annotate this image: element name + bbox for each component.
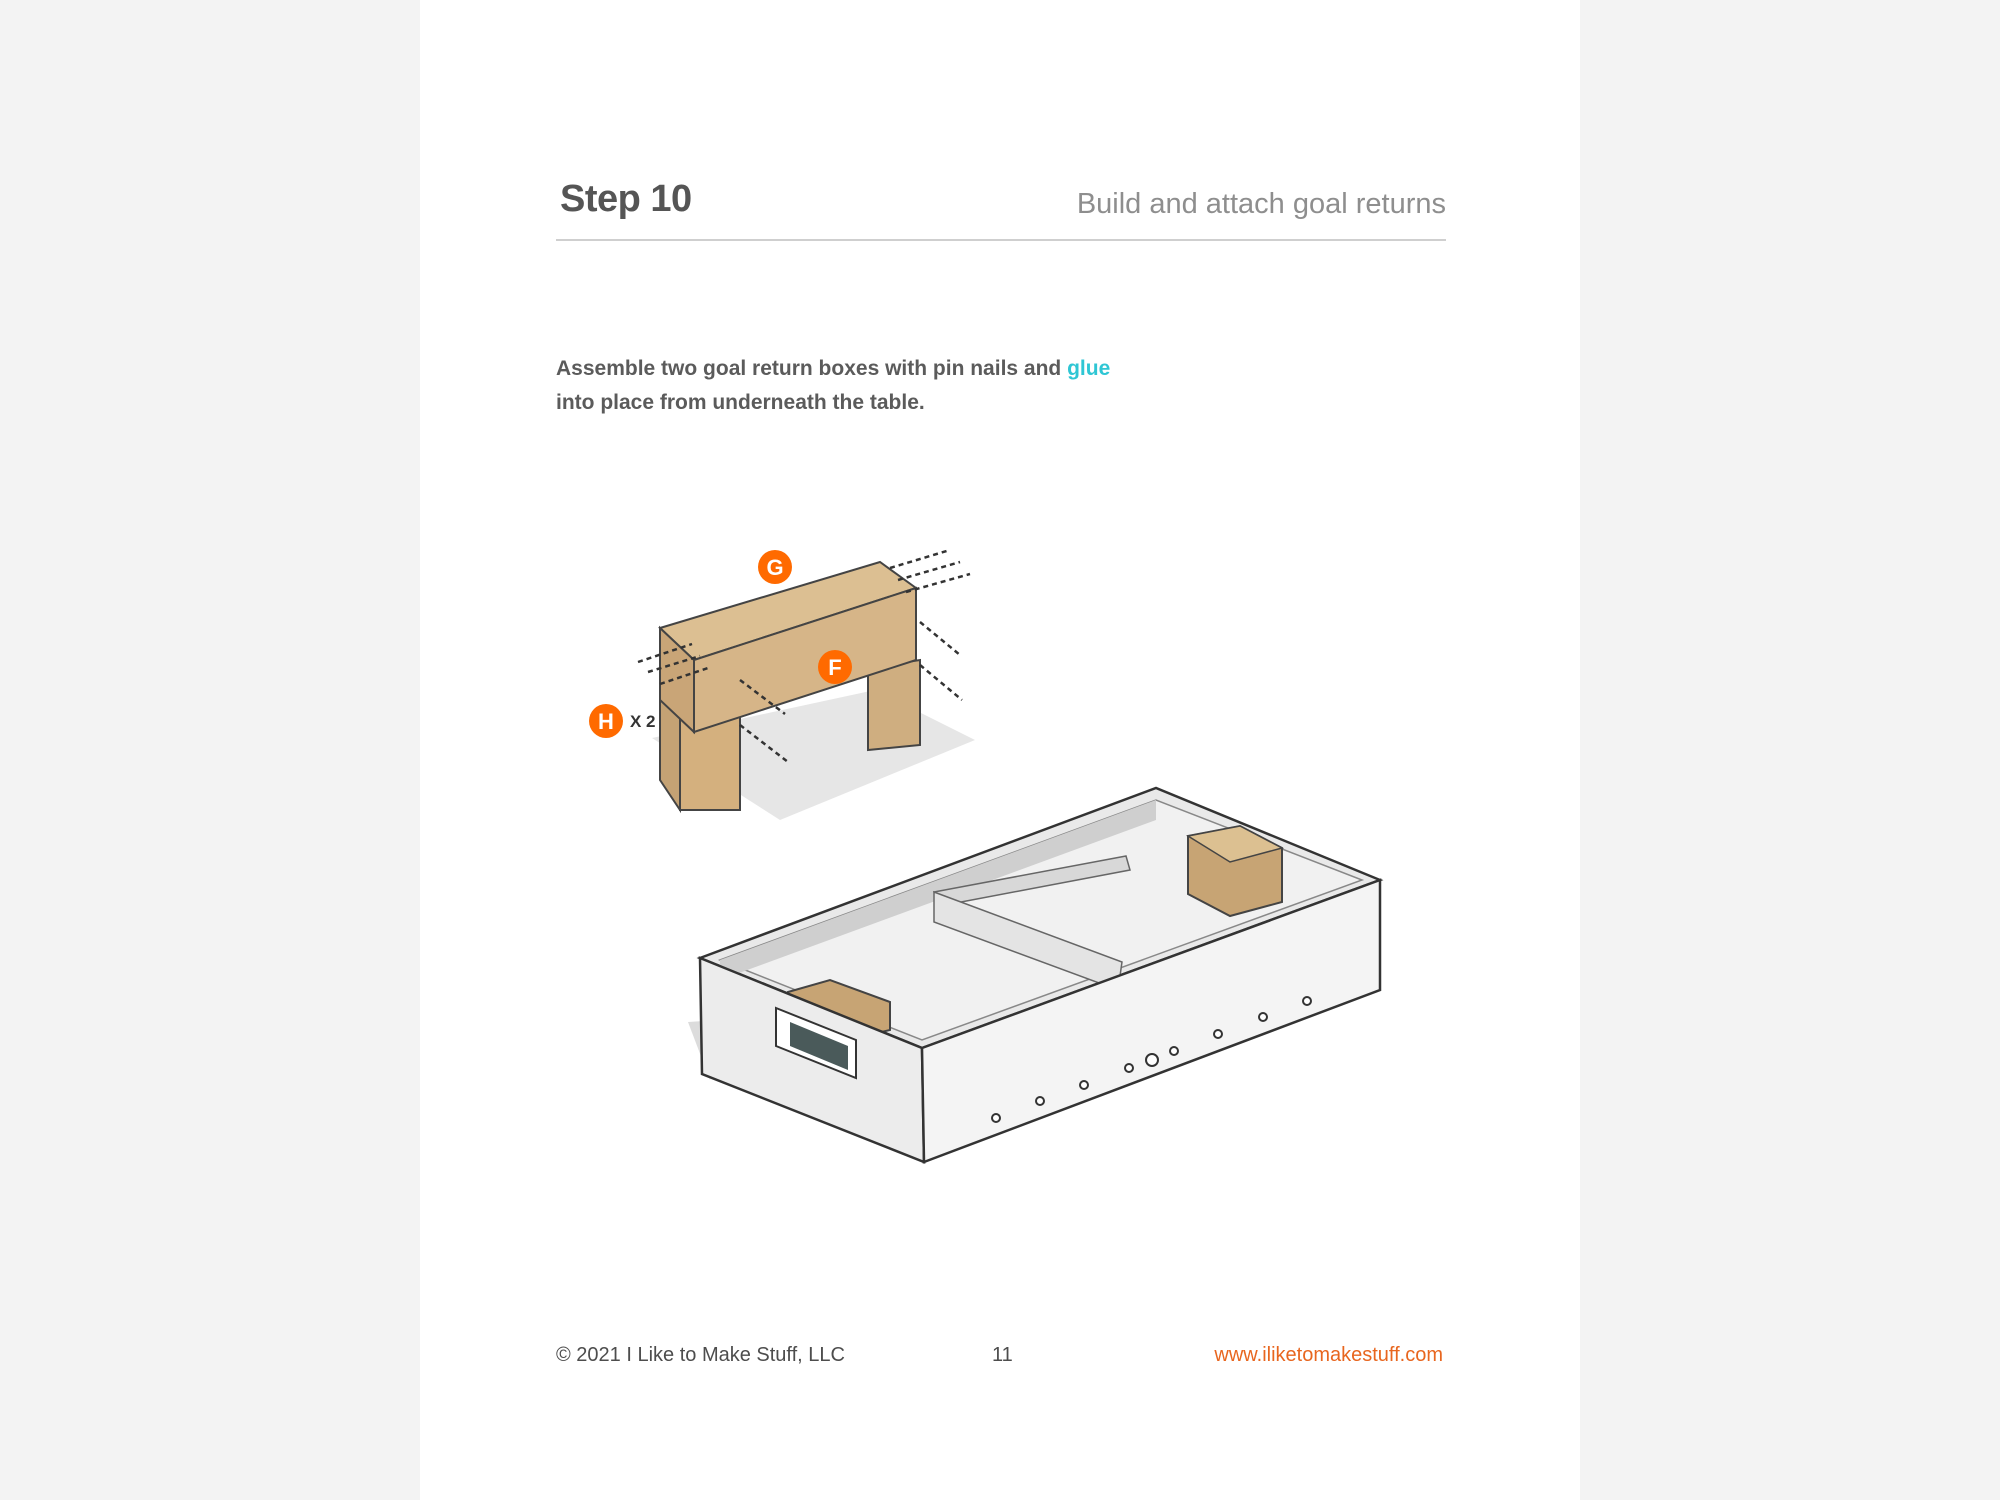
instruction-part-1: Assemble two goal return boxes with pin …	[556, 357, 1068, 380]
step-number: Step 10	[560, 178, 692, 220]
footer-page-number: 11	[992, 1344, 1013, 1366]
badge-h: H X 2	[589, 704, 656, 738]
table-body	[688, 786, 1384, 1164]
badge-h-label: H	[598, 709, 614, 734]
assembly-illustration: G F H X 2	[589, 548, 1384, 1164]
badge-f: F	[818, 650, 852, 684]
instruction-part-2: into place from underneath the table.	[556, 391, 925, 414]
header-divider	[556, 239, 1446, 241]
goal-return-box	[637, 548, 975, 820]
step-title: Build and attach goal returns	[1076, 188, 1446, 220]
instruction-text: Assemble two goal return boxes with pin …	[556, 352, 1256, 420]
footer-website-link[interactable]: www.iliketomakestuff.com	[1214, 1344, 1443, 1366]
h-quantity-label: X 2	[630, 712, 656, 731]
badge-g-label: G	[766, 555, 783, 580]
badge-g: G	[758, 550, 792, 584]
glue-link[interactable]: glue	[1067, 357, 1111, 380]
badge-f-label: F	[828, 655, 841, 680]
footer-copyright: © 2021 I Like to Make Stuff, LLC	[556, 1344, 845, 1366]
document-page: Step 10 Build and attach goal returns As…	[420, 0, 1580, 1500]
